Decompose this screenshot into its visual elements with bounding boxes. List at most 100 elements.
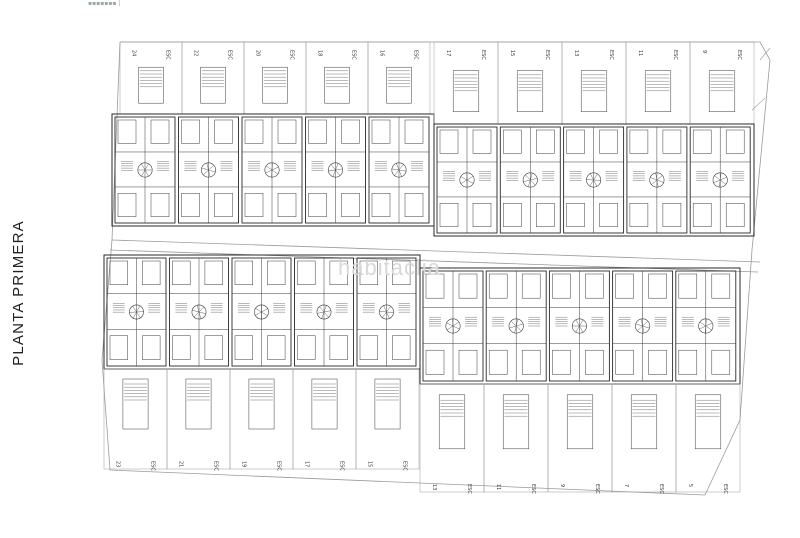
stair-step bbox=[705, 325, 706, 334]
stairwell bbox=[200, 66, 226, 104]
stair-core bbox=[445, 318, 461, 334]
unit-tag-label: ESC bbox=[466, 484, 472, 494]
unit-number-label: 23 bbox=[115, 461, 121, 467]
stair-step bbox=[637, 325, 643, 332]
room bbox=[244, 193, 264, 217]
stair-core bbox=[391, 162, 407, 178]
stair-step bbox=[328, 169, 336, 172]
stair-step bbox=[198, 306, 205, 313]
unit-tag-label: ESC bbox=[149, 461, 155, 471]
stairwell bbox=[566, 394, 594, 450]
stair-step bbox=[261, 311, 268, 316]
stair-step bbox=[466, 179, 474, 184]
room bbox=[425, 349, 445, 375]
room bbox=[341, 193, 360, 217]
stair-step bbox=[705, 322, 713, 327]
room bbox=[566, 129, 585, 154]
room bbox=[521, 349, 541, 375]
stair-step bbox=[208, 169, 216, 173]
stair-step bbox=[530, 179, 536, 186]
stair-step bbox=[271, 166, 279, 171]
stair-core bbox=[379, 304, 394, 320]
room bbox=[172, 260, 191, 286]
stair-step bbox=[323, 310, 331, 313]
stairwell bbox=[438, 394, 466, 450]
room bbox=[277, 119, 297, 144]
room bbox=[692, 129, 712, 154]
stair-step bbox=[589, 179, 594, 187]
stair-step bbox=[386, 311, 394, 313]
stair-step bbox=[144, 169, 149, 177]
stair-core bbox=[191, 304, 207, 320]
stairwell bbox=[644, 70, 672, 112]
stairwell bbox=[311, 378, 338, 430]
stair-core bbox=[129, 304, 144, 320]
stair-step bbox=[133, 311, 137, 319]
stair-core bbox=[522, 172, 538, 188]
room bbox=[585, 273, 604, 299]
stair-step bbox=[398, 164, 404, 171]
stair-step bbox=[516, 323, 524, 327]
stair-step bbox=[335, 169, 341, 176]
stair-step bbox=[466, 176, 474, 181]
unit-tag-label: ESC bbox=[289, 50, 295, 60]
stair-step bbox=[651, 179, 658, 185]
stair-step bbox=[705, 325, 712, 331]
stair-step bbox=[208, 164, 214, 171]
unit-number-label: 24 bbox=[130, 50, 136, 56]
room bbox=[341, 119, 360, 144]
stair-step bbox=[452, 318, 454, 327]
stair-step bbox=[196, 305, 200, 313]
stair-step bbox=[398, 169, 402, 177]
stair-step bbox=[699, 321, 706, 327]
unit-number-label: 13 bbox=[431, 484, 437, 490]
unit-number-label: 17 bbox=[304, 461, 310, 467]
stairwell bbox=[580, 70, 608, 112]
stair-step bbox=[203, 169, 209, 176]
stair-step bbox=[525, 174, 531, 181]
stair-step bbox=[579, 325, 584, 333]
stairwell bbox=[122, 378, 149, 430]
room bbox=[392, 260, 411, 286]
unit-tag-label: ESC bbox=[351, 50, 357, 60]
room bbox=[439, 129, 459, 154]
room bbox=[308, 119, 327, 144]
garage-bay bbox=[355, 368, 420, 470]
stair-step bbox=[261, 308, 268, 313]
stairwell bbox=[138, 66, 164, 104]
unit-number-label: 13 bbox=[573, 50, 579, 56]
room bbox=[488, 273, 508, 299]
unit-number-label: 22 bbox=[192, 50, 198, 56]
unit-tag-label: ESC bbox=[227, 50, 233, 60]
room bbox=[142, 260, 161, 286]
unit-number-label: 9 bbox=[701, 50, 707, 53]
stair-step bbox=[198, 311, 202, 319]
room bbox=[552, 273, 571, 299]
room bbox=[566, 203, 585, 227]
north-left-building bbox=[111, 113, 435, 227]
stair-step bbox=[642, 320, 649, 327]
unit-tag-label: ESC bbox=[530, 484, 536, 494]
stair-core bbox=[649, 172, 665, 188]
stair-core bbox=[586, 172, 602, 188]
stairwell bbox=[452, 70, 480, 112]
stairwell bbox=[374, 378, 401, 430]
room bbox=[150, 193, 170, 217]
stair-core bbox=[508, 318, 524, 334]
unit-tag-label: ESC bbox=[338, 461, 344, 471]
unit-number-label: 21 bbox=[178, 461, 184, 467]
stair-step bbox=[382, 311, 387, 318]
stair-core bbox=[201, 162, 217, 178]
stairwell bbox=[694, 394, 722, 450]
unit-tag-label: ESC bbox=[212, 461, 218, 471]
stairwell bbox=[516, 70, 544, 112]
room bbox=[439, 203, 459, 227]
room bbox=[472, 129, 492, 154]
stair-step bbox=[321, 311, 325, 319]
unit-tag-label: ESC bbox=[672, 50, 678, 60]
unit-number-label: 17 bbox=[445, 50, 451, 56]
stair-step bbox=[255, 311, 262, 316]
room bbox=[599, 129, 618, 154]
stair-step bbox=[396, 163, 400, 171]
